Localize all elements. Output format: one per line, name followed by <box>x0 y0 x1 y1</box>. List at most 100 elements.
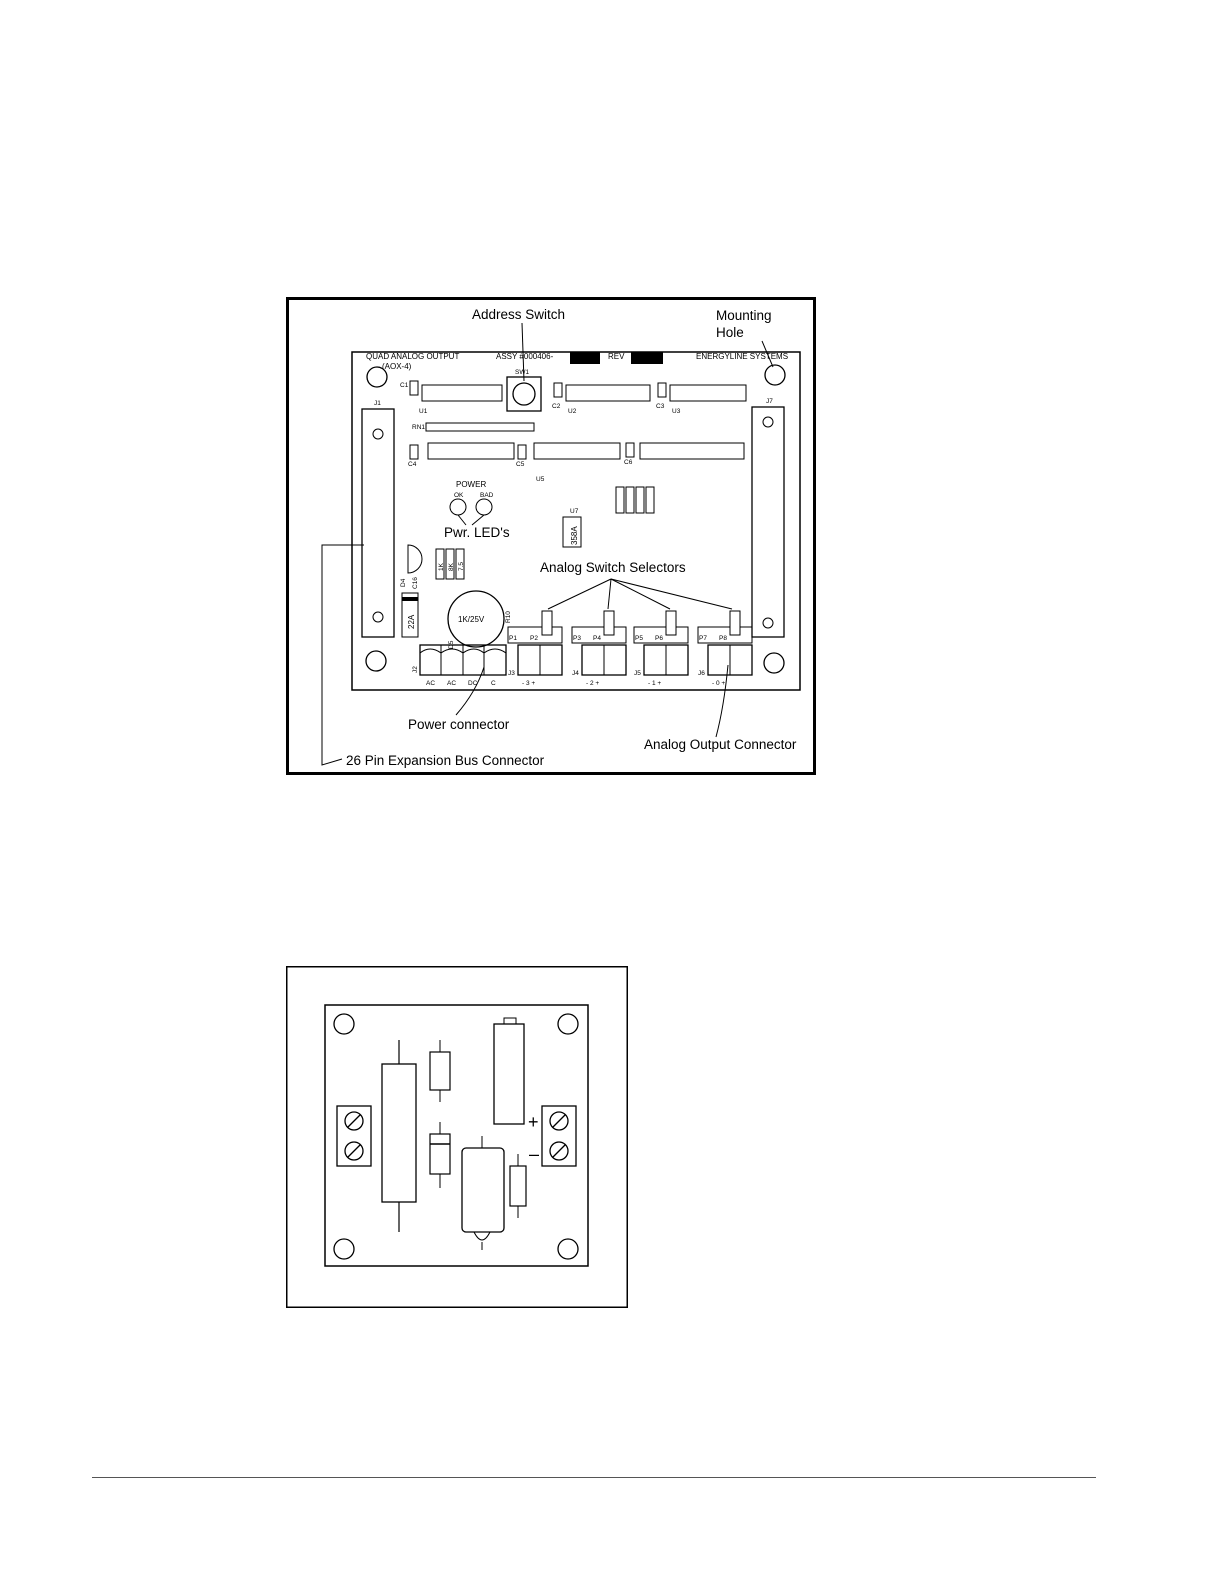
leader-selector-j3 <box>547 578 612 610</box>
left-terminal-screw-1 <box>344 1111 364 1131</box>
electrolytic-capacitor <box>461 1147 505 1233</box>
callout-mounting-hole-2: Hole <box>716 325 744 340</box>
j4-label: J4 <box>572 670 579 677</box>
leader-selector-j6 <box>610 578 733 610</box>
diode <box>429 1133 451 1175</box>
leader-address-switch <box>521 322 525 382</box>
left-screw-1-slot <box>347 1114 361 1128</box>
resistor-c <box>455 548 465 580</box>
right-terminal-block <box>541 1105 577 1167</box>
j7-label: J7 <box>766 398 773 405</box>
pot-p2-label: P2 <box>530 635 538 642</box>
pot-selector-j3 <box>541 610 553 636</box>
cap-c4-label: C4 <box>408 461 417 468</box>
power-label: POWER <box>456 480 486 489</box>
power-pin-4: C <box>491 680 496 687</box>
resistor-c-label: 7.5 <box>458 562 465 571</box>
cap-c3-label: C3 <box>656 403 665 410</box>
leader-led-bad <box>471 514 485 526</box>
capacitor-1k-label: 1K/25V <box>458 615 485 624</box>
sw1-label: SW1 <box>515 369 529 376</box>
fuse-label: 22A <box>407 614 416 629</box>
led-ok-label: OK <box>454 492 464 499</box>
resistor-b <box>445 548 455 580</box>
left-terminal-block <box>336 1105 372 1167</box>
terminal-plus-label: + <box>528 1112 539 1132</box>
d4-label: D4 <box>400 578 407 587</box>
left-terminal-screw-2 <box>344 1141 364 1161</box>
j2-tops <box>419 648 507 654</box>
j1-latch-bottom <box>372 611 384 623</box>
cap-c3 <box>657 382 667 398</box>
pot-p3-label: P3 <box>573 635 581 642</box>
cap-c4 <box>409 444 419 460</box>
fuse-band <box>402 597 418 601</box>
mounting-hole-br <box>763 652 785 674</box>
resistor-top <box>429 1051 451 1091</box>
fuse <box>401 592 419 638</box>
board-model: (AOX-4) <box>382 362 412 371</box>
output-connector-j3 <box>507 610 563 676</box>
pot-selector-j6 <box>729 610 741 636</box>
leader-power-connector <box>455 666 485 716</box>
j3-label: J3 <box>508 670 515 677</box>
c16-label: C16 <box>412 577 419 589</box>
j5-label: J5 <box>634 670 641 677</box>
ic-u5-label: U5 <box>536 476 545 483</box>
header-j1 <box>361 408 395 638</box>
power-pin-1: AC <box>426 680 435 687</box>
board-title: QUAD ANALOG OUTPUT <box>366 352 459 361</box>
left-screw-2-slot <box>347 1144 361 1158</box>
resistor-network-rn1 <box>425 422 535 432</box>
chip-u7-text: 358A <box>570 526 579 545</box>
j5-pins: - 1 + <box>648 680 661 687</box>
pcb-outline <box>351 351 801 691</box>
module-board-diagram: + – <box>286 966 628 1308</box>
resistor-b-label: 8K <box>448 562 455 571</box>
u7-label: U7 <box>570 508 579 515</box>
module-hole-tl <box>333 1013 355 1035</box>
j2-label: J2 <box>412 666 419 673</box>
board-maker: ENERGYLINE SYSTEMS <box>696 352 788 361</box>
module-hole-br <box>557 1238 579 1260</box>
power-pin-3: DC <box>468 680 478 687</box>
resistor-a <box>435 548 445 580</box>
ic-right <box>639 442 745 460</box>
pot-selector-j5 <box>665 610 677 636</box>
j3-pins: - 3 + <box>522 680 535 687</box>
pot-p1-label: P1 <box>509 635 517 642</box>
callout-analog-output-connector: Analog Output Connector <box>644 737 797 752</box>
ic-left <box>427 442 515 460</box>
ic-u1-label: U1 <box>419 408 428 415</box>
leader-mounting-hole <box>761 340 774 368</box>
rn1-label: RN1 <box>412 424 425 431</box>
led-bad-label: BAD <box>480 492 494 499</box>
pot-block-j4 <box>571 626 627 644</box>
output-connector-j4 <box>571 610 627 676</box>
header-j7 <box>751 406 785 638</box>
right-terminal-screw-1 <box>549 1111 569 1131</box>
output-connector-j6 <box>697 610 753 676</box>
cap-c6-label: C6 <box>624 459 633 466</box>
mounting-hole-tr <box>764 364 786 386</box>
ic-u3 <box>669 384 747 402</box>
resistor-a-label: 1K <box>438 562 445 571</box>
output-connector-j5 <box>633 610 689 676</box>
leader-selector-j5 <box>610 578 671 610</box>
r10-label: R10 <box>505 611 512 623</box>
cap-c1 <box>409 380 419 396</box>
pot-block-j3 <box>507 626 563 644</box>
pot-p8-label: P8 <box>719 635 727 642</box>
right-screw-1-slot <box>552 1114 566 1128</box>
pot-p7-label: P7 <box>699 635 707 642</box>
board-assy: ASSY #000406- <box>496 352 554 361</box>
footer-rule <box>92 1477 1096 1478</box>
module-hole-tr <box>557 1013 579 1035</box>
aox4-board-diagram: QUAD ANALOG OUTPUT (AOX-4) ASSY #000406-… <box>286 297 816 775</box>
address-switch <box>506 376 542 412</box>
module-board-figure: + – <box>286 966 628 1308</box>
assy-block <box>570 352 600 364</box>
power-pin-2: AC <box>447 680 456 687</box>
leader-analog-output <box>715 664 729 738</box>
resistor-bank-3 <box>635 486 645 514</box>
